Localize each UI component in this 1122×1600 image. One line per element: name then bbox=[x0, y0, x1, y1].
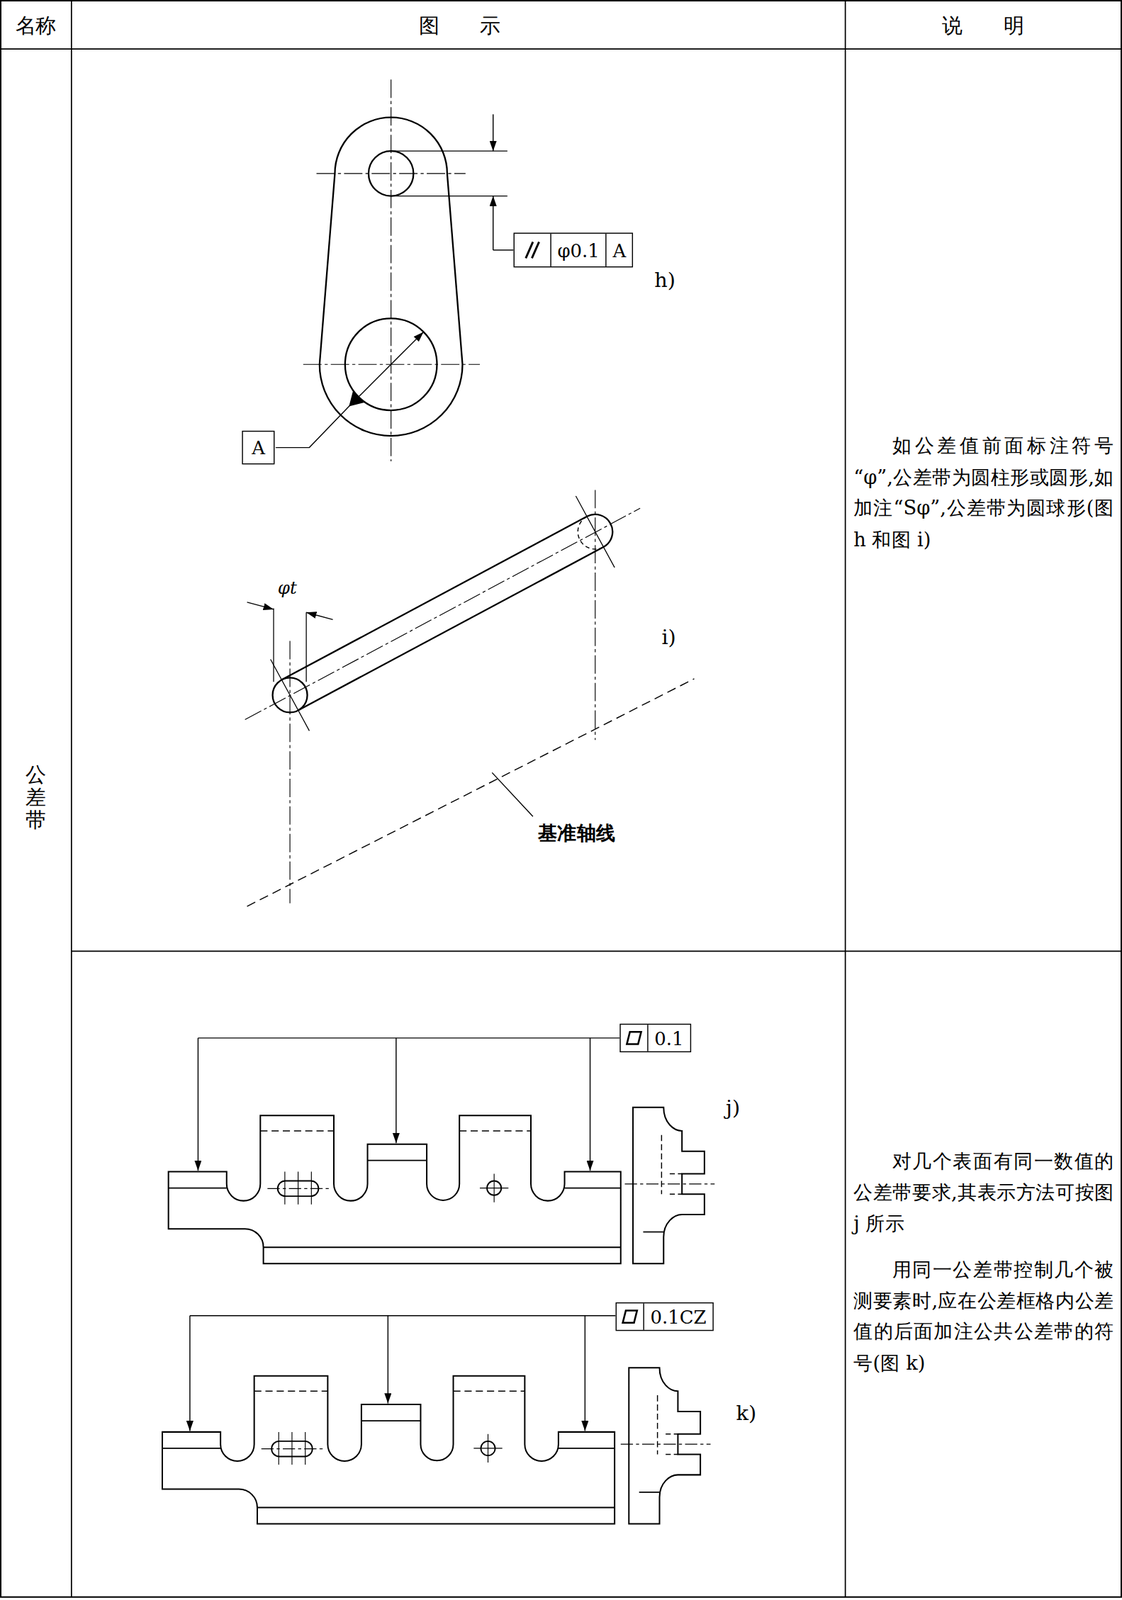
feature-control-frame: φ0.1A bbox=[513, 232, 634, 268]
symbol-cell bbox=[620, 1024, 648, 1052]
frame-cell-text: 0.1 bbox=[647, 1024, 690, 1052]
table-header: 说 明 bbox=[941, 13, 1024, 39]
datum-axis-label: 基准轴线 bbox=[537, 822, 616, 846]
dimension-label: φt bbox=[277, 577, 297, 599]
flatness-symbol bbox=[625, 1029, 644, 1047]
figure-label: k) bbox=[736, 1400, 757, 1426]
datum-box: A bbox=[241, 430, 276, 465]
frame-cell-text: A bbox=[605, 233, 632, 267]
frame-cell-text: φ0.1 bbox=[550, 233, 606, 267]
symbol-cell bbox=[514, 233, 551, 267]
description-note: 对几个表面有同一数值的公差带要求,其表示方法可按图 j 所示 bbox=[853, 1145, 1114, 1239]
description-note: 用同一公差带控制几个被测要素时,应在公差框格内公差值的后面加注公共公差带的符号(… bbox=[853, 1253, 1114, 1379]
description-note: 如公差值前面标注符号“φ”,公差带为圆柱形或圆形,如加注“Sφ”,公差带为圆球形… bbox=[853, 429, 1114, 555]
parallelism-symbol bbox=[520, 238, 544, 262]
table-header: 图 示 bbox=[418, 13, 501, 39]
feature-control-frame: 0.1 bbox=[619, 1024, 691, 1053]
symbol-cell bbox=[616, 1303, 643, 1330]
feature-control-frame: 0.1CZ bbox=[615, 1302, 714, 1332]
flatness-symbol bbox=[620, 1309, 640, 1326]
figure-label: j) bbox=[725, 1095, 740, 1121]
frame-cell-text: 0.1CZ bbox=[642, 1303, 713, 1330]
table-header: 名称 bbox=[15, 13, 57, 39]
frame-cell-text: A bbox=[243, 431, 275, 464]
figure-label: i) bbox=[661, 625, 676, 650]
row-heading: 公差带 bbox=[25, 763, 47, 831]
figure-label: h) bbox=[654, 267, 676, 293]
